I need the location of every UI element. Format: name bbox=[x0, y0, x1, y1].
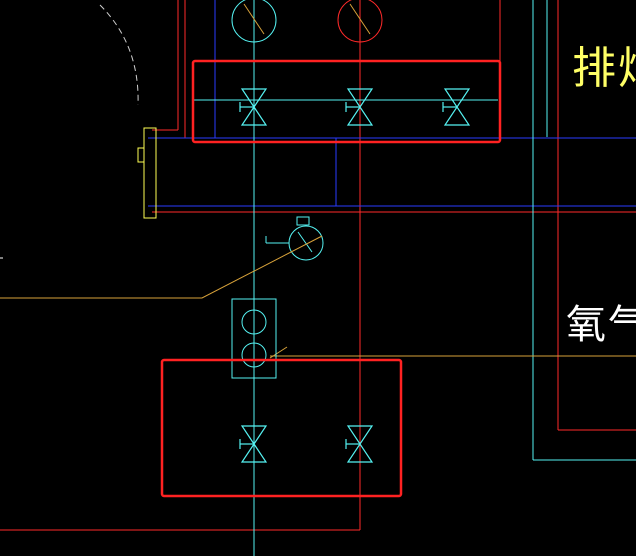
regulator bbox=[231, 298, 277, 379]
label-exhaust: 排烟 bbox=[572, 43, 636, 94]
gauge-needle bbox=[297, 231, 313, 253]
gauge-fitting bbox=[296, 216, 310, 226]
gate-valve-icon bbox=[345, 425, 374, 463]
gate-valve-icon bbox=[239, 425, 268, 463]
blue-pipe-group bbox=[148, 0, 636, 207]
regulator-dial-bottom bbox=[241, 342, 267, 368]
pressure-gauge-cyan-dial bbox=[231, 0, 277, 43]
valve-row-top bbox=[239, 88, 471, 126]
yellow-bracket-tab bbox=[137, 147, 145, 163]
highlight-box-bottom bbox=[160, 358, 403, 498]
pressure-gauge-cyan-needle bbox=[243, 3, 265, 35]
highlight-box-top bbox=[191, 59, 502, 144]
label-oxygen: 氧气 bbox=[566, 302, 636, 348]
gate-valve-icon bbox=[345, 88, 374, 126]
red-pipe-group bbox=[0, 0, 636, 531]
valve-row-bottom bbox=[239, 425, 374, 463]
pressure-gauge-red-needle bbox=[349, 3, 371, 35]
gate-valve-icon bbox=[442, 88, 471, 126]
pressure-gauge-cyan bbox=[231, 0, 277, 43]
leader-line-tick bbox=[269, 346, 288, 359]
leader-line-left bbox=[0, 235, 323, 299]
leader-lines bbox=[0, 235, 636, 359]
yellow-bracket-body bbox=[143, 127, 157, 219]
regulator-dial-top bbox=[241, 309, 267, 335]
yellow-bracket bbox=[137, 127, 157, 219]
pressure-gauge-red-dial bbox=[337, 0, 383, 43]
regulator-body bbox=[231, 298, 277, 379]
cyan-pipe-group bbox=[193, 0, 636, 556]
gate-valve-icon bbox=[239, 88, 268, 126]
pressure-gauge-middle bbox=[265, 216, 324, 261]
pressure-gauge-red bbox=[337, 0, 383, 43]
door-swing-arc bbox=[99, 4, 139, 106]
